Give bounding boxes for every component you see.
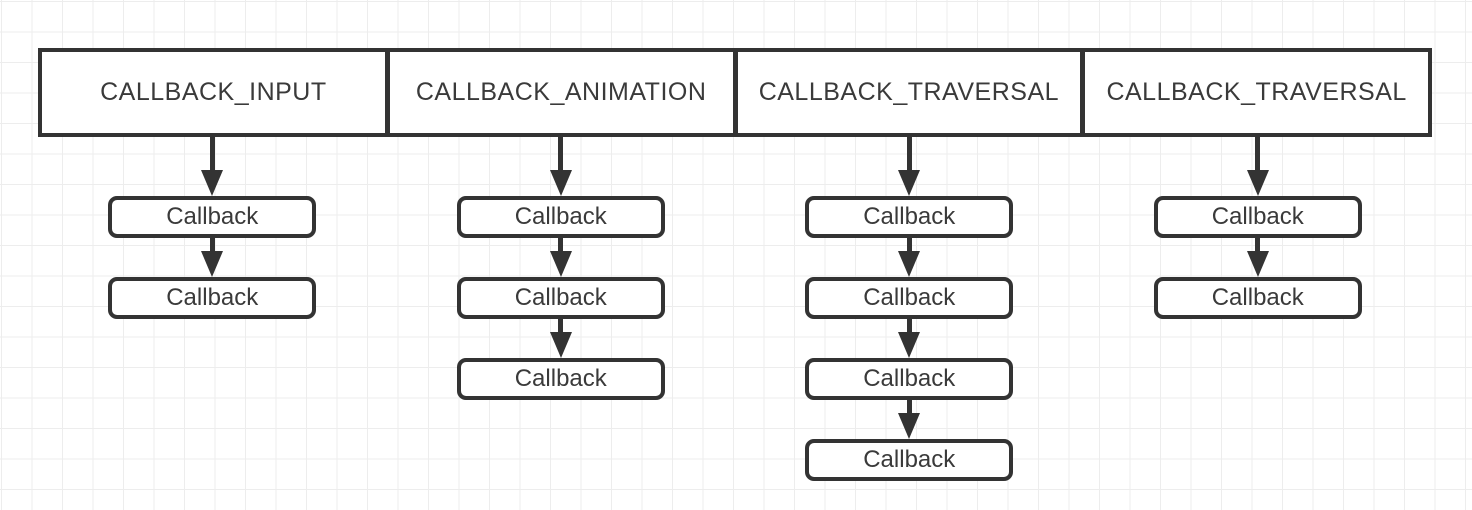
chain-callback-traversal-1: Callback Callback Callback Callback xyxy=(735,137,1084,481)
arrow-shaft xyxy=(209,238,215,251)
queue-header-callback-traversal-2[interactable]: CALLBACK_TRAVERSAL xyxy=(1080,52,1428,133)
arrowhead-icon xyxy=(201,170,224,196)
callback-node[interactable]: Callback xyxy=(805,439,1014,481)
callback-node-label: Callback xyxy=(1211,203,1304,230)
arrow-shaft xyxy=(906,400,912,413)
chain-callback-input: Callback Callback xyxy=(38,137,387,481)
queue-header-callback-input[interactable]: CALLBACK_INPUT xyxy=(42,52,385,133)
callback-queues-diagram: CALLBACK_INPUT CALLBACK_ANIMATION CALLBA… xyxy=(38,48,1432,481)
callback-node-label: Callback xyxy=(166,203,259,230)
callback-node-label: Callback xyxy=(514,365,607,392)
connector-arrow[interactable] xyxy=(1246,137,1269,196)
connector-arrow[interactable] xyxy=(201,238,224,277)
queue-header-callback-animation[interactable]: CALLBACK_ANIMATION xyxy=(384,52,733,133)
queue-header-row: CALLBACK_INPUT CALLBACK_ANIMATION CALLBA… xyxy=(38,48,1432,137)
callback-node-label: Callback xyxy=(514,203,607,230)
arrow-shaft xyxy=(1255,238,1261,251)
callback-node[interactable]: Callback xyxy=(456,196,665,238)
connector-arrow[interactable] xyxy=(898,137,921,196)
arrow-shaft xyxy=(558,319,564,332)
callback-node-label: Callback xyxy=(863,365,956,392)
callback-node[interactable]: Callback xyxy=(456,358,665,400)
arrow-shaft xyxy=(1255,137,1261,170)
arrowhead-icon xyxy=(549,332,572,358)
callback-node[interactable]: Callback xyxy=(108,277,317,319)
arrowhead-icon xyxy=(549,251,572,277)
connector-arrow[interactable] xyxy=(1246,238,1269,277)
arrowhead-icon xyxy=(1246,251,1269,277)
connector-arrow[interactable] xyxy=(201,137,224,196)
connector-arrow[interactable] xyxy=(898,238,921,277)
arrowhead-icon xyxy=(898,332,921,358)
chain-callback-animation: Callback Callback Callback xyxy=(387,137,736,481)
callback-node-label: Callback xyxy=(166,284,259,311)
arrow-shaft xyxy=(558,238,564,251)
arrow-shaft xyxy=(906,238,912,251)
callback-node[interactable]: Callback xyxy=(456,277,665,319)
arrowhead-icon xyxy=(898,251,921,277)
queue-header-callback-traversal-1[interactable]: CALLBACK_TRAVERSAL xyxy=(732,52,1081,133)
arrowhead-icon xyxy=(201,251,224,277)
connector-arrow[interactable] xyxy=(549,319,572,358)
chain-callback-traversal-2: Callback Callback xyxy=(1084,137,1433,481)
arrow-shaft xyxy=(906,319,912,332)
callback-node-label: Callback xyxy=(863,203,956,230)
callback-node[interactable]: Callback xyxy=(1153,196,1362,238)
arrowhead-icon xyxy=(549,170,572,196)
callback-chains: Callback Callback Callback Callback Call… xyxy=(38,137,1432,481)
arrow-shaft xyxy=(558,137,564,170)
callback-node[interactable]: Callback xyxy=(805,196,1014,238)
callback-node-label: Callback xyxy=(863,446,956,473)
callback-node[interactable]: Callback xyxy=(805,277,1014,319)
arrow-shaft xyxy=(209,137,215,170)
arrowhead-icon xyxy=(898,170,921,196)
callback-node-label: Callback xyxy=(863,284,956,311)
callback-node[interactable]: Callback xyxy=(108,196,317,238)
callback-node[interactable]: Callback xyxy=(805,358,1014,400)
callback-node[interactable]: Callback xyxy=(1153,277,1362,319)
connector-arrow[interactable] xyxy=(898,319,921,358)
callback-node-label: Callback xyxy=(1211,284,1304,311)
connector-arrow[interactable] xyxy=(898,400,921,439)
connector-arrow[interactable] xyxy=(549,238,572,277)
arrowhead-icon xyxy=(1246,170,1269,196)
callback-node-label: Callback xyxy=(514,284,607,311)
connector-arrow[interactable] xyxy=(549,137,572,196)
arrowhead-icon xyxy=(898,413,921,439)
arrow-shaft xyxy=(906,137,912,170)
